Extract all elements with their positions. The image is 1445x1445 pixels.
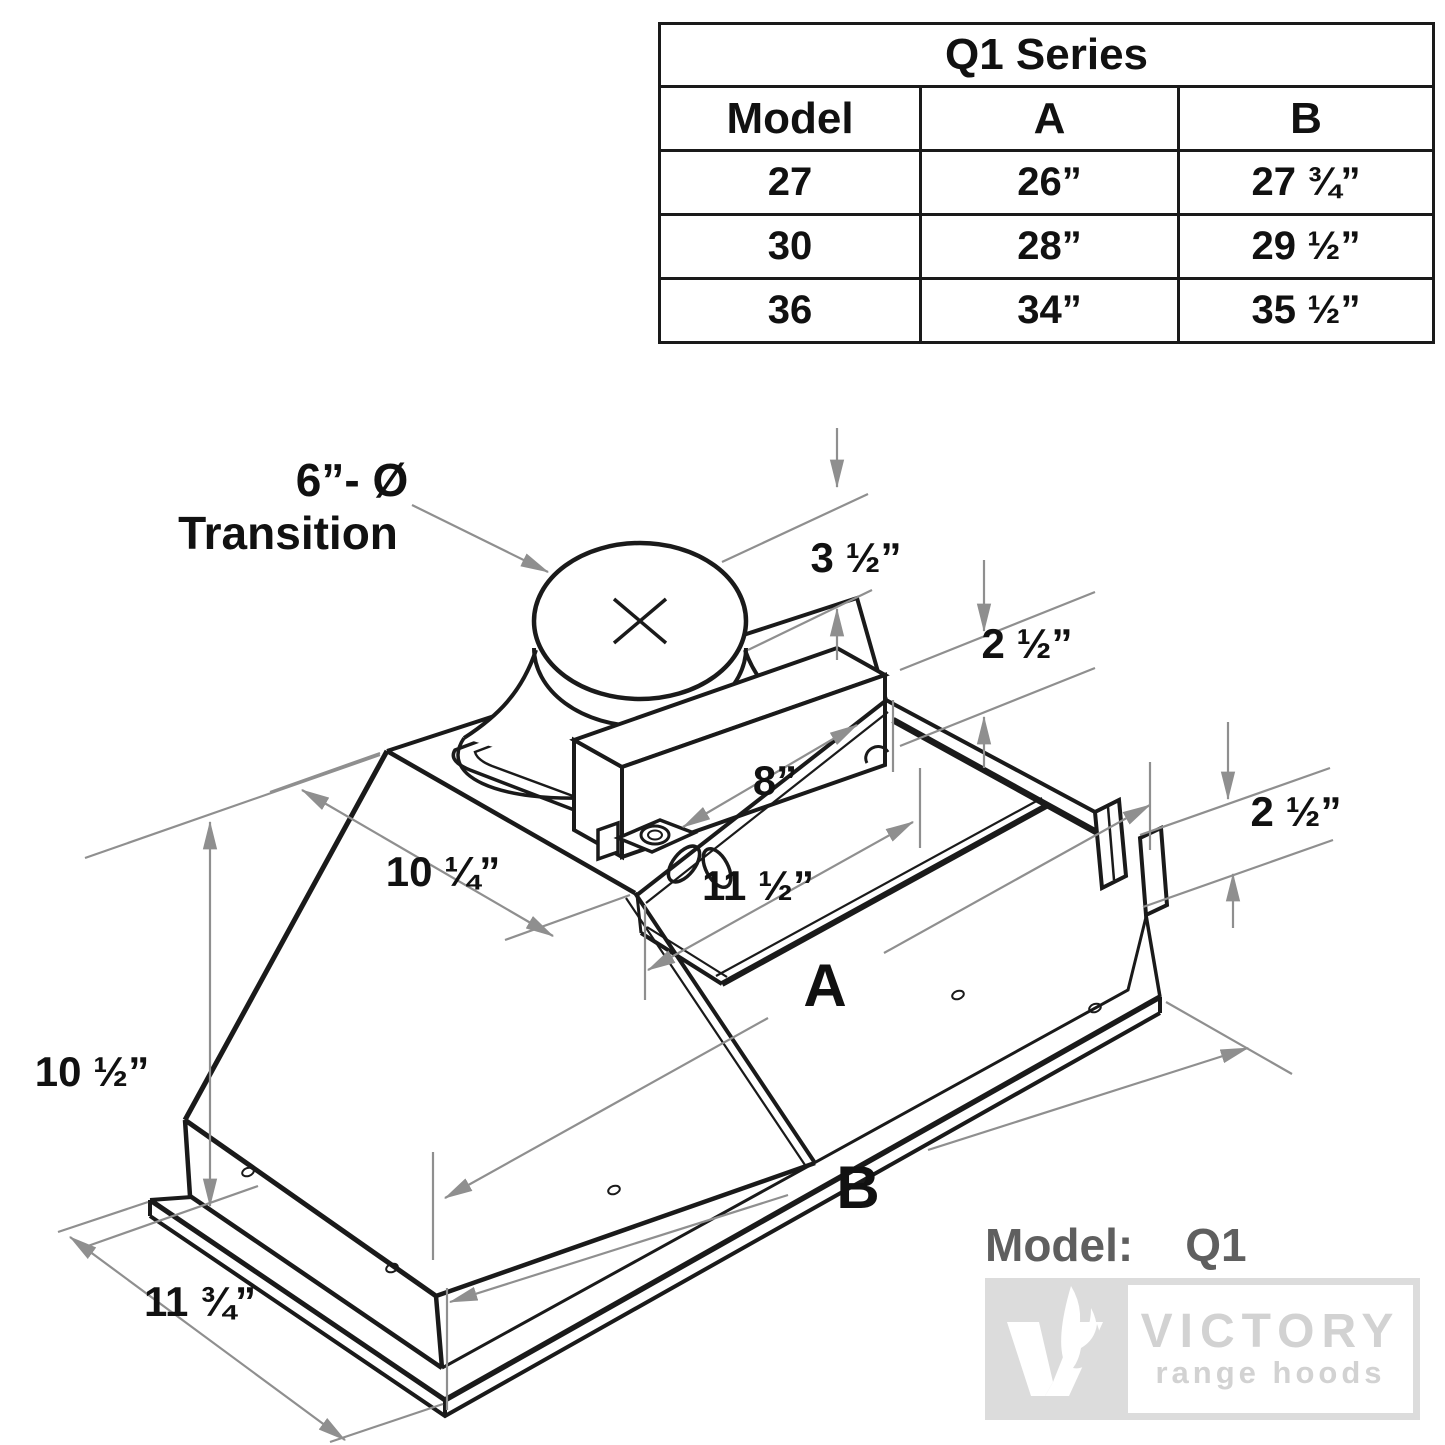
ext-line bbox=[329, 1402, 444, 1444]
dim-label-a: A bbox=[803, 952, 846, 1019]
clamp-hole bbox=[639, 824, 671, 846]
dim-10-25in bbox=[300, 789, 555, 937]
ext-line bbox=[57, 1200, 149, 1234]
dim-a-right bbox=[883, 804, 1152, 954]
ext-line bbox=[269, 751, 381, 794]
ext-line bbox=[899, 666, 1096, 748]
rail-front-edge bbox=[891, 717, 1100, 836]
frame-thickness-verticals bbox=[148, 997, 1162, 1416]
frame-left-stub bbox=[149, 1195, 193, 1202]
inner-corner-tick bbox=[635, 894, 643, 934]
dim-label-flange-height: 2 ½” bbox=[1250, 788, 1341, 835]
v-left-stroke bbox=[1007, 1322, 1053, 1396]
frame-right-edge bbox=[1144, 914, 1162, 998]
model-27-a: 26” bbox=[919, 149, 1180, 216]
rail-end-cap-line bbox=[1106, 806, 1116, 881]
table-row: 30 28” 29 ½” bbox=[658, 213, 1436, 280]
model-30-b: 29 ½” bbox=[1176, 213, 1436, 280]
ext-line bbox=[721, 493, 869, 563]
logo-brand-text: VICTORY bbox=[1140, 1304, 1401, 1358]
ext-line bbox=[84, 753, 381, 860]
frame-inner-edge bbox=[441, 916, 1148, 1370]
screw-hole bbox=[607, 1184, 621, 1196]
ext-line bbox=[504, 893, 631, 942]
dim-8in bbox=[681, 724, 859, 828]
logo-wordmark: VICTORY range hoods bbox=[1128, 1285, 1413, 1413]
spec-table: Q1 Series Model A B 27 26” 27 ¾” 30 28” … bbox=[657, 22, 1436, 344]
ext-line bbox=[1165, 1001, 1293, 1075]
model-27: 27 bbox=[658, 149, 922, 216]
duct-center-mark bbox=[612, 597, 668, 645]
model-36: 36 bbox=[658, 277, 922, 344]
model-30-a: 28” bbox=[919, 213, 1180, 280]
table-row: 27 26” 27 ¾” bbox=[658, 149, 1436, 216]
frame-front-outer-edge bbox=[443, 994, 1162, 1403]
clamp-tab bbox=[596, 820, 620, 862]
dim-11-5in bbox=[646, 821, 915, 971]
dim-label-bottom-depth: 11 ¾” bbox=[144, 1278, 256, 1325]
flame-inner bbox=[1073, 1324, 1101, 1369]
model-36-a: 34” bbox=[919, 277, 1180, 344]
dim-label-rail-height: 2 ½” bbox=[981, 620, 1072, 667]
victory-logo: VICTORY range hoods bbox=[985, 1278, 1420, 1420]
ext-line bbox=[747, 589, 873, 651]
model-value: Q1 bbox=[1185, 1219, 1247, 1271]
ext-line bbox=[899, 590, 1096, 672]
col-header-b: B bbox=[1176, 85, 1436, 152]
dim-label-duct-height: 3 ½” bbox=[810, 534, 901, 581]
knockout-arc bbox=[864, 745, 890, 764]
dim-b-left bbox=[448, 1193, 789, 1304]
dimension-labels: 6”- Ø Transition 3 ½” 2 ½” 8” 2 ½” 10 ¼”… bbox=[35, 454, 1342, 1325]
endface-verticals bbox=[182, 1119, 445, 1369]
model-label: Model: bbox=[985, 1219, 1134, 1271]
logo-tagline-text: range hoods bbox=[1155, 1354, 1386, 1390]
ext-line bbox=[1139, 766, 1331, 837]
slope-left-edge bbox=[182, 749, 390, 1122]
dimension-lines bbox=[57, 428, 1334, 1444]
inner-left-edge bbox=[639, 931, 724, 986]
ext-line bbox=[1142, 838, 1334, 909]
screw-hole bbox=[951, 989, 965, 1001]
slope-bottom-edge bbox=[435, 1160, 816, 1299]
screw-hole bbox=[385, 1262, 399, 1274]
dim-11-75in bbox=[69, 1236, 346, 1441]
model-36-b: 35 ½” bbox=[1176, 277, 1436, 344]
slope-right-edge bbox=[633, 891, 817, 1165]
screw-holes bbox=[241, 989, 1102, 1274]
transition-leader bbox=[411, 504, 550, 573]
dim-label-body-height: 10 ½” bbox=[35, 1048, 149, 1095]
dim-label-top-depth: 10 ¼” bbox=[386, 848, 500, 895]
flare-left bbox=[462, 649, 538, 740]
dim-b-right bbox=[927, 1046, 1250, 1152]
model-title-block: Model: Q1 bbox=[985, 1218, 1425, 1272]
col-header-a: A bbox=[919, 85, 1180, 152]
transition-label-line2: Transition bbox=[178, 507, 398, 559]
dim-label-box-length: 8” bbox=[753, 757, 797, 804]
spec-table-header-row: Model A B bbox=[658, 85, 1436, 152]
frame-end-cap bbox=[1137, 824, 1170, 919]
dim-label-inner-depth: 11 ½” bbox=[702, 862, 814, 909]
spec-table-title: Q1 Series bbox=[657, 22, 1436, 88]
table-row: 36 34” 35 ½” bbox=[658, 277, 1436, 344]
victory-v-flame-icon bbox=[1007, 1286, 1103, 1396]
model-27-b: 27 ¾” bbox=[1176, 149, 1436, 216]
screw-hole bbox=[241, 1166, 255, 1178]
dim-label-b: B bbox=[836, 1154, 879, 1221]
model-30: 30 bbox=[658, 213, 922, 280]
ext-line bbox=[84, 1184, 259, 1249]
col-header-model: Model bbox=[658, 85, 922, 152]
dim-a-left bbox=[443, 1017, 769, 1199]
rail-top-edge bbox=[885, 698, 1096, 814]
transition-label-line1: 6”- Ø bbox=[296, 454, 408, 506]
endface-top-edge bbox=[183, 1117, 438, 1299]
screw-hole bbox=[1088, 1002, 1102, 1014]
